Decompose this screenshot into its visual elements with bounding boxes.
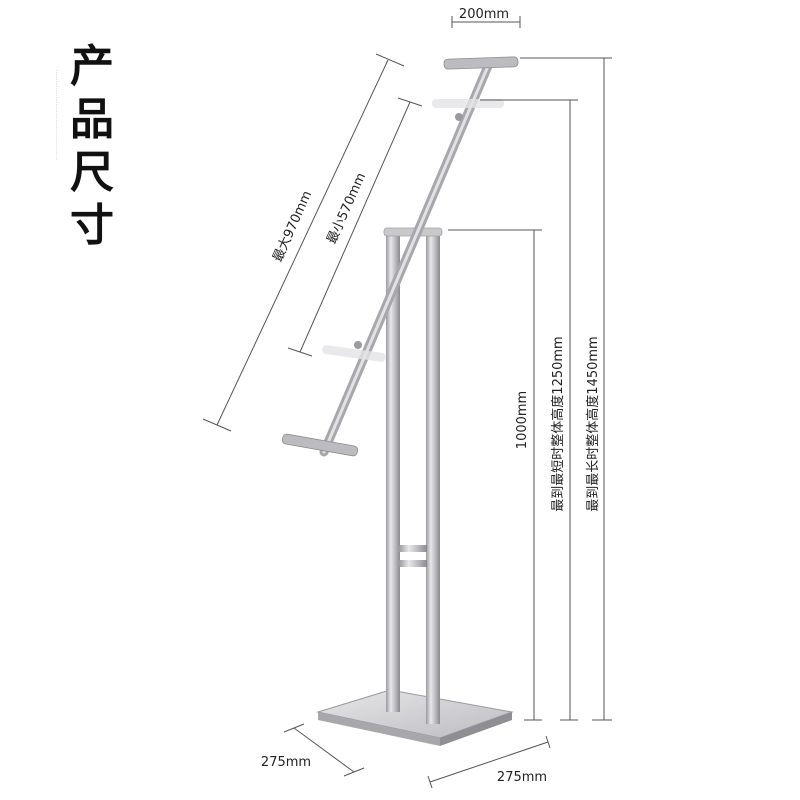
dim-frame-height: 1000mm	[515, 391, 530, 449]
dim-height-short: 最到最短时整体高度1250mm	[550, 336, 566, 511]
dimension-lines	[202, 16, 612, 789]
dim-height-long: 最到最长时整体高度1450mm	[585, 336, 601, 511]
title-char: 寸	[70, 200, 114, 251]
dim-top-width: 200mm	[459, 7, 509, 22]
title-char: 品	[70, 94, 114, 145]
dim-base-right: 275mm	[497, 770, 547, 785]
base-plate	[316, 689, 514, 746]
dim-max-length: 最大970mm	[270, 189, 315, 265]
cross-bar	[399, 545, 427, 552]
dim-base-left: 275mm	[261, 755, 311, 770]
adjustable-arm	[281, 56, 519, 457]
decorative-small-text: ········································…	[54, 70, 59, 161]
vertical-posts	[383, 227, 443, 724]
title-char: 产	[70, 41, 114, 92]
title-char: 尺	[70, 147, 114, 198]
